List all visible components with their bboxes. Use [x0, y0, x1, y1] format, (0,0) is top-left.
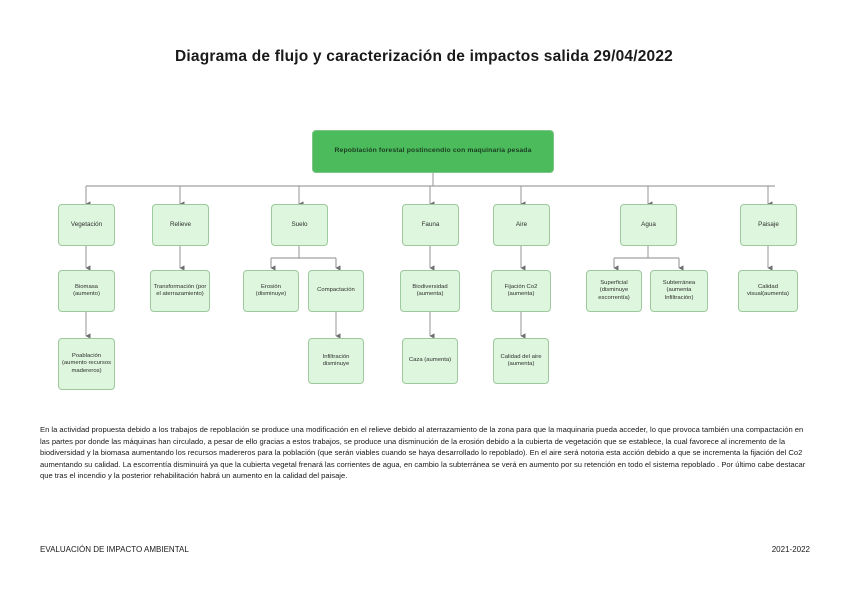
- diagram-node-vegetacion[interactable]: Vegetación: [58, 204, 115, 246]
- diagram-node-suelo[interactable]: Suelo: [271, 204, 328, 246]
- diagram-node-infiltracion[interactable]: Infiltración disminuye: [308, 338, 364, 384]
- diagram-node-relieve-label: Relieve: [170, 221, 191, 229]
- diagram-node-aire[interactable]: Aire: [493, 204, 550, 246]
- diagram-node-superficial-label: Superficial (disminuye escorrentía): [598, 280, 630, 301]
- diagram-node-erosion-label: Erosión (disminuye): [255, 283, 287, 297]
- diagram-node-compactacion-label: Compactación: [317, 287, 355, 294]
- diagram-node-biomasa[interactable]: Biomasa (aumento): [58, 270, 115, 312]
- diagram-node-superficial[interactable]: Superficial (disminuye escorrentía): [586, 270, 642, 312]
- diagram-node-vegetacion-label: Vegetación: [70, 221, 103, 229]
- diagram-node-poablacion-label: Poablación (aumento recursos madereros): [61, 353, 112, 374]
- diagram-node-calidad-visual-label: Calidad visual(aumenta): [747, 283, 789, 297]
- diagram-node-fauna-label: Fauna: [421, 221, 440, 229]
- diagram-node-fauna[interactable]: Fauna: [402, 204, 459, 246]
- diagram-node-aire-label: Aire: [515, 221, 528, 229]
- diagram-node-biodiversidad[interactable]: Biodiversidad (aumenta): [400, 270, 460, 312]
- diagram-node-infiltracion-label: Infiltración disminuye: [322, 353, 350, 367]
- footer-left-text: EVALUACIÓN DE IMPACTO AMBIENTAL: [40, 545, 189, 554]
- diagram-node-paisaje-label: Paisaje: [758, 221, 779, 229]
- diagram-node-biomasa-label: Biomasa (aumento): [73, 283, 100, 297]
- diagram-node-root[interactable]: Repoblación forestal postincendio con ma…: [312, 130, 554, 173]
- diagram-node-erosion[interactable]: Erosión (disminuye): [243, 270, 299, 312]
- diagram-node-suelo-label: Suelo: [291, 221, 308, 229]
- diagram-node-calidad-aire[interactable]: Calidad del aire (aumenta): [493, 338, 549, 384]
- diagram-node-agua[interactable]: Agua: [620, 204, 677, 246]
- diagram-node-subterranea-label: Subterránea (aumenta Infiltración): [662, 280, 696, 301]
- body-paragraph-text: En la actividad propuesta debido a los t…: [40, 425, 806, 481]
- diagram-node-caza-label: Caza (aumenta): [408, 357, 452, 364]
- diagram-node-compactacion[interactable]: Compactación: [308, 270, 364, 312]
- diagram-node-root-label: Repoblación forestal postincendio con ma…: [334, 147, 532, 155]
- body-paragraph: En la actividad propuesta debido a los t…: [40, 424, 810, 482]
- flow-diagram: Repoblación forestal postincendio con ma…: [58, 130, 798, 390]
- diagram-node-calidad-aire-label: Calidad del aire (aumenta): [500, 353, 542, 367]
- diagram-node-relieve[interactable]: Relieve: [152, 204, 209, 246]
- diagram-node-transformacion[interactable]: Transformación (por el aterrazamiento): [150, 270, 210, 312]
- diagram-node-subterranea[interactable]: Subterránea (aumenta Infiltración): [650, 270, 708, 312]
- diagram-node-fijacion-co2-label: Fijación Co2 (aumenta): [504, 283, 538, 297]
- page-footer: EVALUACIÓN DE IMPACTO AMBIENTAL 2021-202…: [40, 545, 810, 554]
- diagram-node-caza[interactable]: Caza (aumenta): [402, 338, 458, 384]
- diagram-node-biodiversidad-label: Biodiversidad (aumenta): [412, 283, 448, 297]
- diagram-node-transformacion-label: Transformación (por el aterrazamiento): [153, 283, 207, 297]
- diagram-node-calidad-visual[interactable]: Calidad visual(aumenta): [738, 270, 798, 312]
- diagram-connectors: [85, 173, 775, 339]
- diagram-node-fijacion-co2[interactable]: Fijación Co2 (aumenta): [491, 270, 551, 312]
- footer-right-text: 2021-2022: [771, 545, 810, 554]
- page-title: Diagrama de flujo y caracterización de i…: [174, 48, 674, 65]
- diagram-node-agua-label: Agua: [641, 221, 656, 229]
- diagram-node-poablacion[interactable]: Poablación (aumento recursos madereros): [58, 338, 115, 390]
- diagram-node-paisaje[interactable]: Paisaje: [740, 204, 797, 246]
